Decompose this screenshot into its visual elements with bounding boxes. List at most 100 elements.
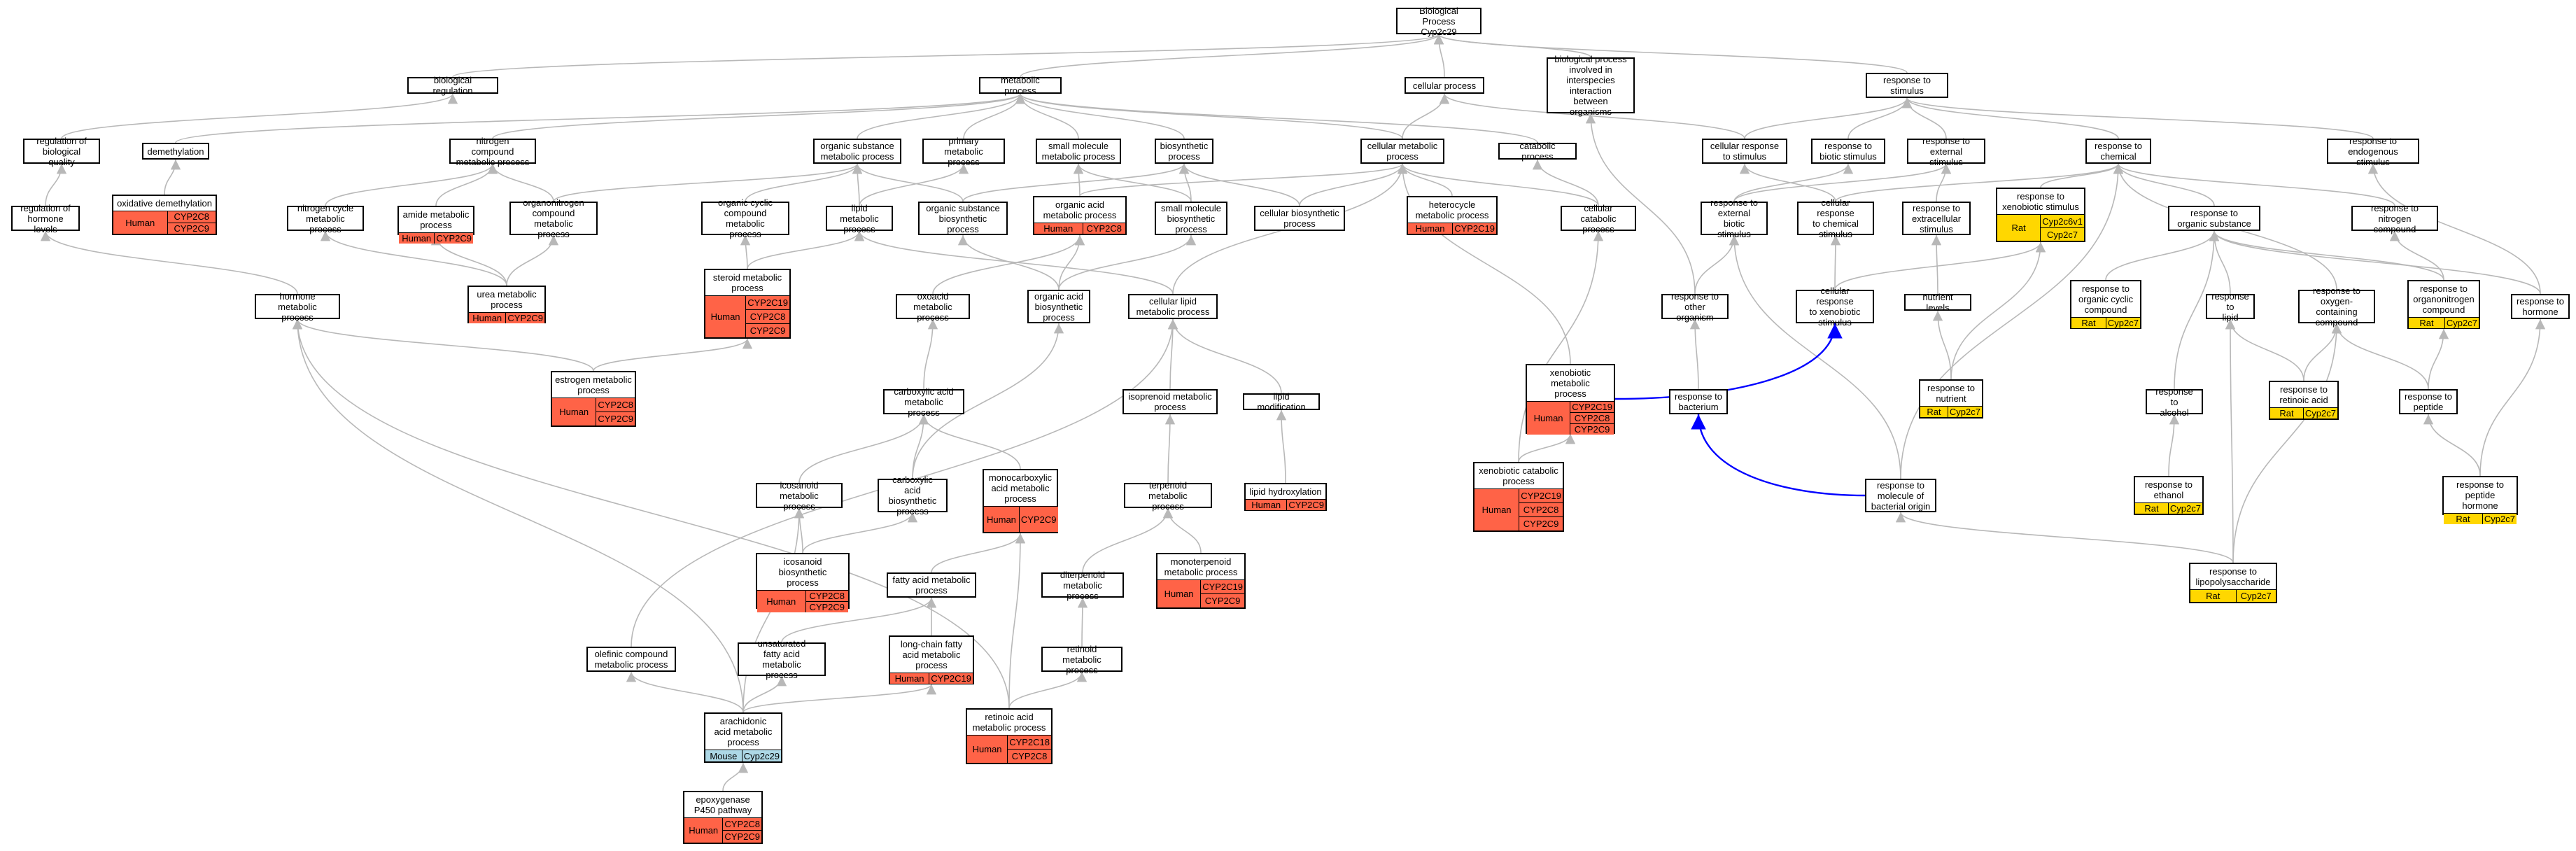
gene-cell[interactable]: CYP2C9: [506, 313, 544, 323]
gene-cell[interactable]: Cyp2c7: [1948, 407, 1982, 417]
go-term-node[interactable]: organic substance metabolic process: [813, 139, 901, 164]
go-term-node[interactable]: retinoid metabolic process: [1041, 644, 1122, 675]
go-term-node[interactable]: lipid metabolic process: [826, 203, 893, 234]
go-term-node[interactable]: cellular biosynthetic process: [1254, 206, 1345, 231]
go-term-node[interactable]: small molecule biosynthetic process: [1155, 202, 1227, 235]
go-term-node[interactable]: fatty acid metabolic process: [887, 572, 976, 598]
go-term-node[interactable]: diterpenoid metabolic process: [1041, 570, 1124, 601]
gene-cell[interactable]: CYP2C19: [746, 296, 789, 310]
root-term-node[interactable]: Biological Process Cyp2c29: [1396, 6, 1481, 37]
go-term-node[interactable]: primary metabolic process: [922, 136, 1005, 167]
gene-cell[interactable]: CYP2C8: [1570, 413, 1614, 424]
go-term-node[interactable]: olefinic compound metabolic process: [586, 647, 676, 672]
go-term-node[interactable]: response to extracellular stimulus: [1902, 202, 1971, 235]
go-term-node[interactable]: small molecule metabolic process: [1036, 139, 1121, 164]
go-term-node[interactable]: response to endogenous stimulus: [2327, 136, 2419, 167]
gene-cell[interactable]: CYP2C8: [723, 818, 761, 831]
gene-cell[interactable]: CYP2C8: [1083, 223, 1125, 234]
go-term-node[interactable]: response to bacterium: [1669, 389, 1728, 414]
gene-cell[interactable]: CYP2C9: [1287, 500, 1325, 510]
gene-cell[interactable]: Cyp2c7: [2168, 503, 2202, 514]
go-term-node[interactable]: metabolic process: [979, 75, 1062, 96]
gene-cell[interactable]: CYP2C9: [435, 233, 473, 244]
go-term-node[interactable]: oxoacid metabolic process: [896, 291, 970, 323]
gene-cell[interactable]: CYP2C8: [596, 398, 635, 412]
go-term-node[interactable]: response to molecule of bacterial origin: [1865, 479, 1936, 512]
go-term-node[interactable]: response to lipid: [2206, 291, 2255, 323]
gene-cell[interactable]: CYP2C19: [1519, 489, 1563, 503]
go-term-node[interactable]: cellular metabolic process: [1360, 139, 1444, 164]
gene-cell[interactable]: Cyp2c7: [2106, 318, 2140, 328]
go-term-node[interactable]: response to organic substance: [2168, 206, 2260, 231]
gene-cell[interactable]: CYP2C9: [1570, 424, 1614, 435]
go-term-node[interactable]: nitrogen compound metabolic process: [449, 136, 536, 167]
go-term-node[interactable]: unsaturated fatty acid metabolic process: [738, 638, 826, 680]
go-term-node[interactable]: isoprenoid metabolic process: [1122, 389, 1218, 414]
gene-cell[interactable]: CYP2C19: [1570, 402, 1614, 413]
gene-cell[interactable]: CYP2C8: [805, 591, 848, 602]
gene-cell[interactable]: CYP2C8: [746, 310, 789, 324]
go-term-node[interactable]: response to chemical: [2085, 139, 2151, 164]
go-term-node[interactable]: response to external stimulus: [1907, 136, 1985, 167]
gene-cell[interactable]: Cyp2c7: [2236, 590, 2276, 602]
go-term-node[interactable]: cellular lipid metabolic process: [1128, 294, 1218, 319]
gene-cell[interactable]: CYP2C19: [1201, 580, 1244, 594]
go-term-node[interactable]: response to stimulus: [1866, 73, 1948, 98]
gene-cell[interactable]: Cyp2c29: [742, 750, 781, 761]
go-term-node[interactable]: carboxylic acid biosynthetic process: [878, 474, 948, 516]
go-term-node[interactable]: cellular response to stimulus: [1702, 139, 1787, 164]
go-term-node[interactable]: carboxylic acid metabolic process: [883, 386, 964, 418]
gene-cell[interactable]: CYP2C9: [746, 324, 789, 337]
gene-cell[interactable]: Cyp2c6v1: [2041, 215, 2084, 228]
go-term-node[interactable]: response to external biotic stimulus: [1701, 197, 1768, 239]
go-term-node[interactable]: biosynthetic process: [1155, 139, 1213, 164]
go-term-node[interactable]: nitrogen cycle metabolic process: [287, 203, 364, 234]
go-term-node[interactable]: response to alcohol: [2146, 386, 2203, 418]
go-term-node[interactable]: response to nitrogen compound: [2351, 203, 2438, 234]
go-term-node[interactable]: response to peptide: [2399, 389, 2458, 414]
go-term-node[interactable]: response to biotic stimulus: [1811, 139, 1885, 164]
go-term-node[interactable]: response to hormone: [2511, 294, 2570, 319]
go-term-node[interactable]: regulation of hormone levels: [11, 203, 80, 234]
gene-cell[interactable]: Cyp2c7: [2303, 408, 2337, 419]
go-term-node[interactable]: organonitrogen compound metabolic proces…: [509, 197, 598, 239]
go-term-node[interactable]: cellular process: [1405, 77, 1484, 94]
go-term-node[interactable]: regulation of biological quality: [23, 136, 100, 167]
gene-cell[interactable]: CYP2C9: [805, 602, 848, 612]
go-term-node[interactable]: nutrient levels: [1904, 292, 1971, 313]
gene-cell[interactable]: Cyp2c7: [2482, 514, 2517, 524]
go-term-node[interactable]: response to other organism: [1661, 291, 1729, 323]
go-term-node[interactable]: organic acid biosynthetic process: [1027, 290, 1090, 323]
go-term-node[interactable]: cellular response to xenobiotic stimulus: [1796, 286, 1874, 328]
gene-cell[interactable]: CYP2C9: [596, 412, 635, 426]
go-term-node[interactable]: icosanoid metabolic process: [756, 480, 843, 512]
gene-cell[interactable]: CYP2C19: [929, 673, 973, 684]
go-term-node[interactable]: biological process involved in interspec…: [1547, 54, 1635, 117]
gene-cell[interactable]: CYP2C8: [1008, 750, 1051, 763]
gene-cell[interactable]: CYP2C18: [1008, 736, 1051, 750]
go-term-node[interactable]: lipid modification: [1243, 391, 1320, 412]
gene-cell[interactable]: CYP2C9: [1519, 517, 1563, 530]
go-term-node[interactable]: hormone metabolic process: [255, 291, 340, 323]
